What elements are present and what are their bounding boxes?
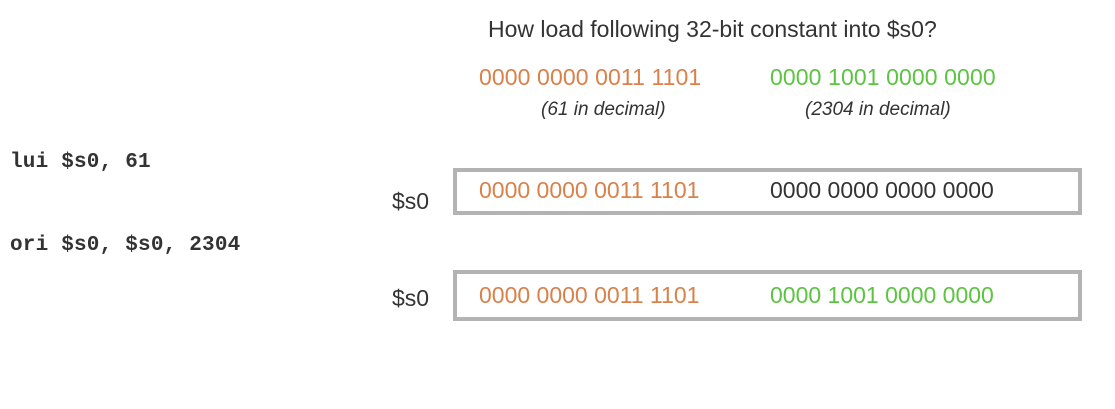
register-upper-bits: 0000 0000 0011 1101 xyxy=(479,282,700,308)
constant-upper-bits: 0000 0000 0011 1101 xyxy=(479,64,702,90)
register-lower-bits: 0000 0000 0000 0000 xyxy=(770,177,994,203)
constant-lower-note: (2304 in decimal) xyxy=(805,99,951,120)
instruction-lui: lui $s0, 61 xyxy=(10,151,151,174)
constant-lower-bits: 0000 1001 0000 0000 xyxy=(770,64,996,90)
register-upper-bits: 0000 0000 0011 1101 xyxy=(479,177,700,203)
question-title: How load following 32-bit constant into … xyxy=(488,16,937,42)
register-label: $s0 xyxy=(392,188,430,214)
register-s0-after-ori: 0000 0000 0011 1101 0000 1001 0000 0000 xyxy=(453,270,1082,321)
instruction-ori: ori $s0, $s0, 2304 xyxy=(10,234,241,257)
register-lower-bits: 0000 1001 0000 0000 xyxy=(770,282,994,308)
register-label: $s0 xyxy=(392,285,430,311)
register-s0-after-lui: 0000 0000 0011 1101 0000 0000 0000 0000 xyxy=(453,168,1082,215)
constant-upper-note: (61 in decimal) xyxy=(541,99,666,120)
